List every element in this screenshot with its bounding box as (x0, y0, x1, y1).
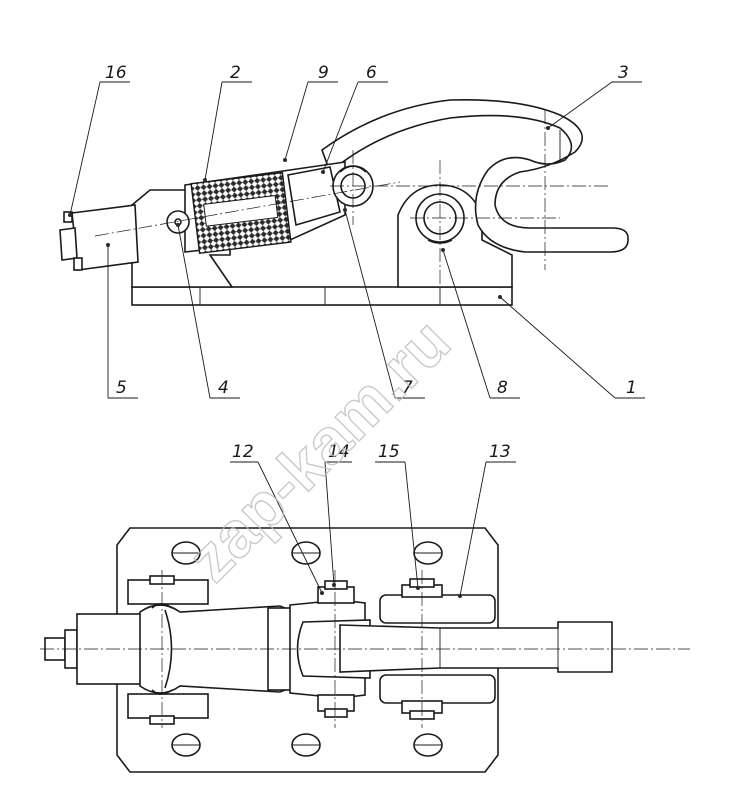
callout-3: 3 (618, 63, 629, 83)
pivot-pin-4 (166, 210, 190, 234)
right-bracket-lower (379, 674, 496, 704)
callout-15: 15 (378, 442, 400, 462)
callout-16: 16 (105, 63, 127, 83)
callout-14: 14 (328, 442, 350, 462)
base-plate (131, 286, 513, 306)
callout-5: 5 (116, 378, 127, 398)
lever-arm-top (339, 621, 613, 673)
callout-8: 8 (497, 378, 508, 398)
callout-7: 7 (402, 378, 413, 398)
callout-12: 12 (232, 442, 254, 462)
callout-4: 4 (218, 378, 229, 398)
callout-13: 13 (489, 442, 511, 462)
callout-2: 2 (230, 63, 241, 83)
side-view: 16 2 9 6 3 5 4 7 8 1 (59, 63, 645, 399)
clamp-lever (321, 98, 629, 253)
callout-6: 6 (366, 63, 377, 83)
right-bracket-upper (379, 594, 496, 624)
callout-1: 1 (626, 378, 637, 398)
top-view: 12 14 15 13 (40, 442, 690, 773)
callout-9: 9 (318, 63, 329, 83)
